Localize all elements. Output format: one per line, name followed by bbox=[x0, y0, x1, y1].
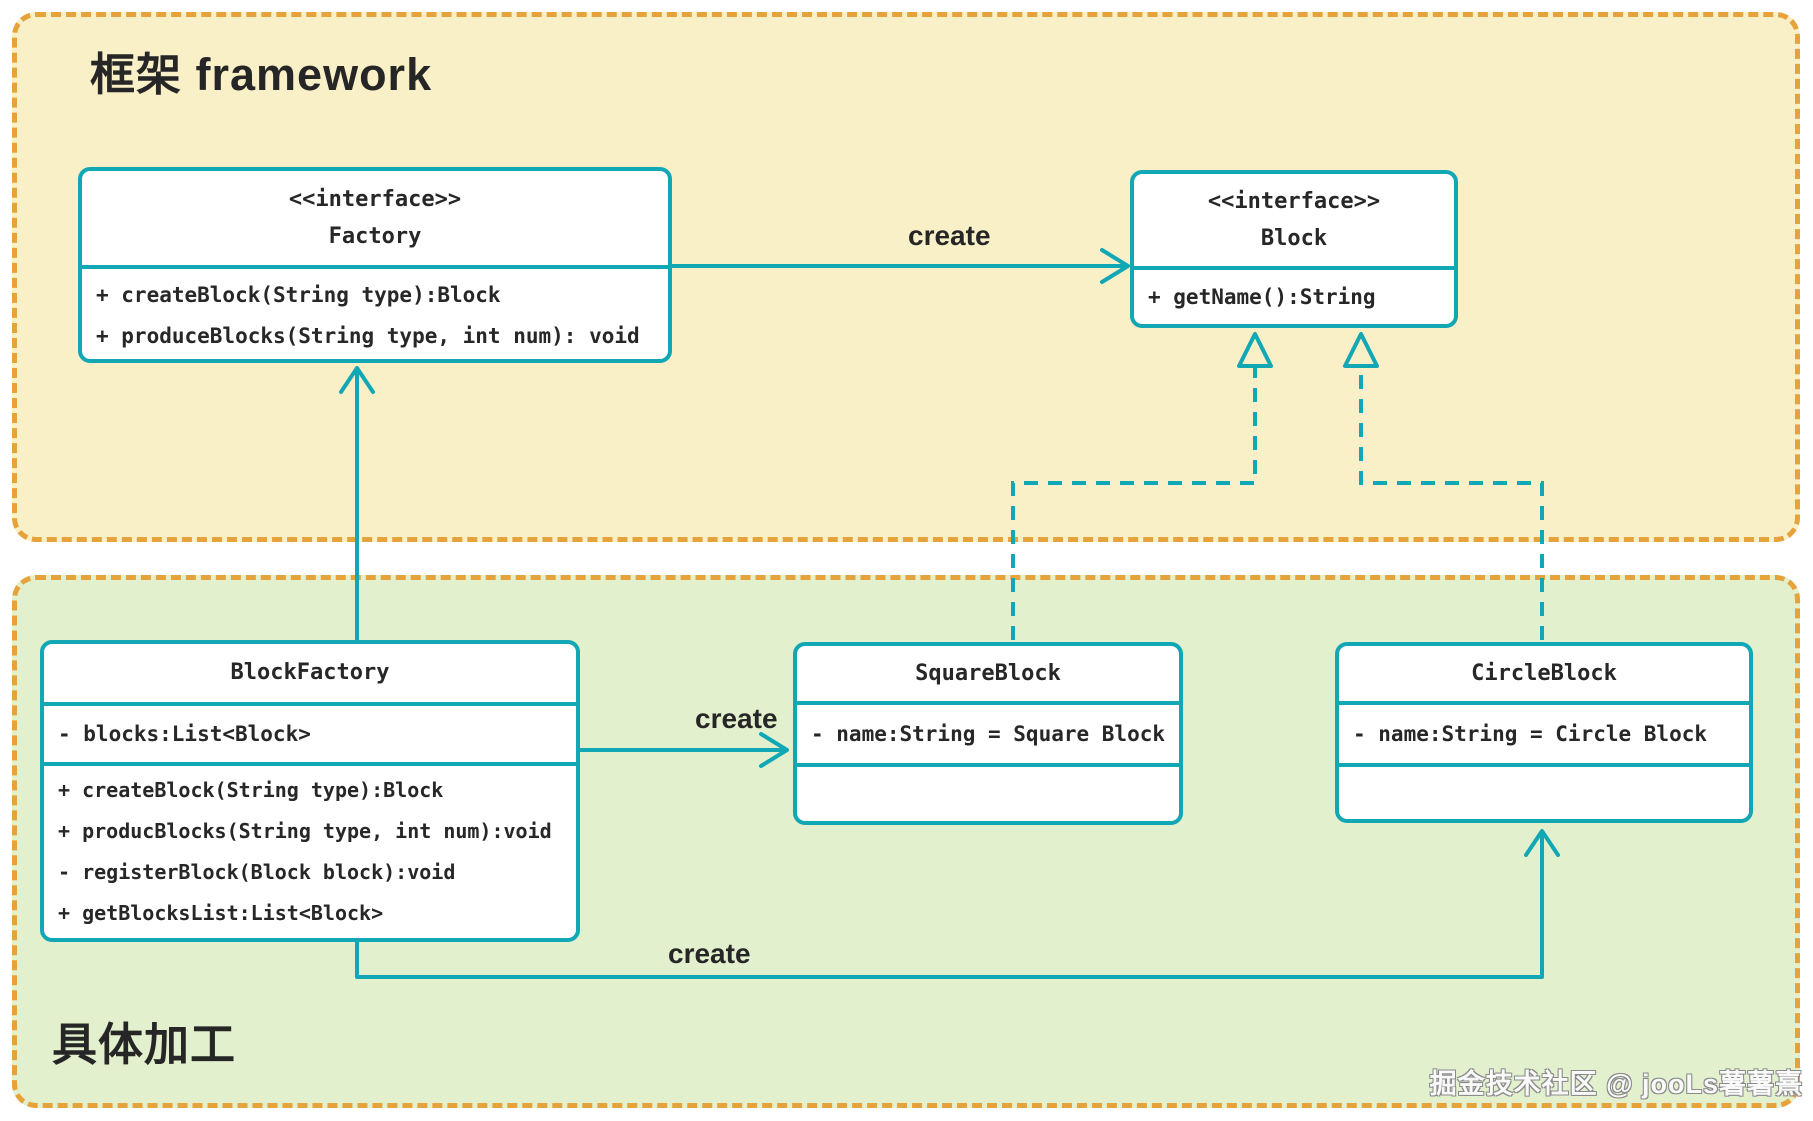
stereotype-label: <<interface>> bbox=[1207, 188, 1381, 214]
method: + getName():String bbox=[1148, 284, 1376, 309]
framework-panel-title: 框架 framework bbox=[90, 49, 433, 100]
class-header: BlockFactory bbox=[44, 644, 576, 702]
create-label-top: create bbox=[908, 220, 991, 251]
class-box-factory: <<interface>> Factory + createBlock(Stri… bbox=[78, 167, 672, 363]
class-name: Block bbox=[1260, 226, 1328, 251]
methods-compartment-empty bbox=[1339, 763, 1749, 819]
method: + createBlock(String type):Block bbox=[96, 283, 501, 307]
class-header: SquareBlock bbox=[797, 646, 1179, 701]
attributes-compartment: - name:String = Circle Block bbox=[1339, 701, 1749, 763]
attributes-compartment: - blocks:List<Block> bbox=[44, 702, 576, 762]
class-name: Factory bbox=[328, 224, 422, 249]
method: - registerBlock(Block block):void bbox=[58, 860, 456, 884]
method: + createBlock(String type):Block bbox=[58, 778, 444, 802]
methods-compartment: + getName():String bbox=[1134, 266, 1454, 324]
methods-compartment-empty bbox=[797, 763, 1179, 821]
class-header: <<interface>> Block bbox=[1134, 174, 1454, 266]
methods-compartment: + createBlock(String type):Block + produ… bbox=[82, 265, 668, 359]
create-label-middle: create bbox=[695, 703, 778, 734]
class-header: <<interface>> Factory bbox=[82, 171, 668, 265]
attributes-compartment: - name:String = Square Block bbox=[797, 701, 1179, 763]
concrete-panel-title: 具体加工 bbox=[52, 1019, 237, 1070]
attribute: - blocks:List<Block> bbox=[58, 721, 311, 746]
create-label-bottom: create bbox=[668, 938, 751, 969]
stereotype-label: <<interface>> bbox=[288, 186, 462, 212]
attribute: - name:String = Square Block bbox=[811, 721, 1166, 746]
class-header: CircleBlock bbox=[1339, 646, 1749, 701]
class-box-block: <<interface>> Block + getName():String bbox=[1130, 170, 1458, 328]
class-box-squareblock: SquareBlock - name:String = Square Block bbox=[793, 642, 1183, 825]
methods-compartment: + createBlock(String type):Block + produ… bbox=[44, 762, 576, 938]
attribute: - name:String = Circle Block bbox=[1353, 721, 1708, 746]
method: + produceBlocks(String type, int num): v… bbox=[96, 324, 640, 348]
class-name: BlockFactory bbox=[230, 660, 390, 686]
class-name: CircleBlock bbox=[1471, 660, 1617, 686]
class-name: SquareBlock bbox=[915, 660, 1061, 686]
method: + producBlocks(String type, int num):voi… bbox=[58, 819, 552, 843]
class-box-circleblock: CircleBlock - name:String = Circle Block bbox=[1335, 642, 1753, 823]
watermark: 掘金技术社区 @ jooLs薯薯熹 bbox=[1429, 1069, 1803, 1099]
class-box-blockfactory: BlockFactory - blocks:List<Block> + crea… bbox=[40, 640, 580, 942]
method: + getBlocksList:List<Block> bbox=[58, 901, 384, 925]
